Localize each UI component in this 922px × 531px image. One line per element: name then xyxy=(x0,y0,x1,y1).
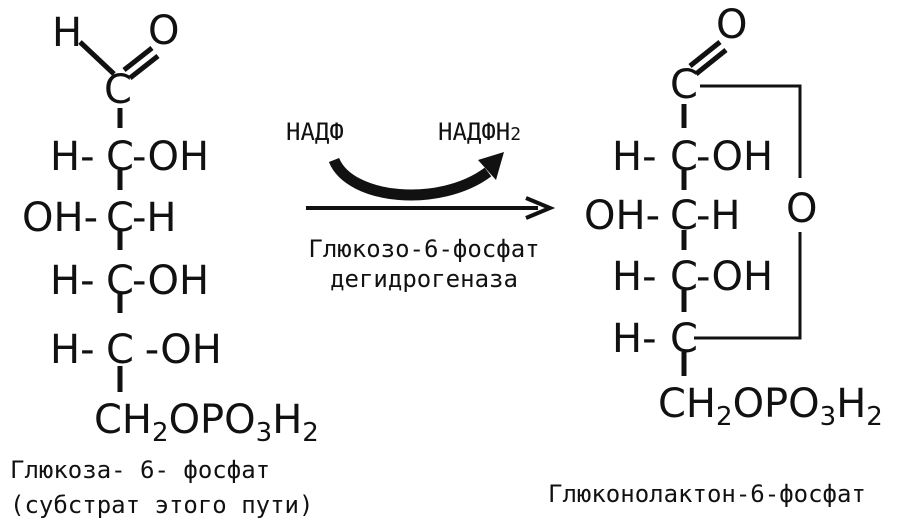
product-terminal-sub-2b: 2 xyxy=(866,402,883,432)
substrate-ch-bond xyxy=(78,40,116,76)
product-c2-carbon: C xyxy=(670,134,698,180)
cofactor-out-label: НАДФН2 xyxy=(438,118,521,146)
substrate-c3-carbon: C xyxy=(106,195,134,241)
enzyme-label-line1: Глюкозо-6-фосфат xyxy=(308,235,539,263)
substrate-c2-right: -OH xyxy=(132,134,209,180)
substrate-c4-right: -OH xyxy=(132,258,209,304)
product-terminal-sub-3: 3 xyxy=(820,402,837,432)
cofactor-curved-arrow xyxy=(328,157,492,201)
product-terminal-h: H xyxy=(836,381,866,427)
product-terminal-opo: OPO xyxy=(733,381,820,427)
cofactor-arrow-head xyxy=(478,152,504,180)
cofactor-out-text: НАДФН xyxy=(438,118,510,146)
substrate-c5-left: H- xyxy=(50,327,95,373)
product-structure: O C O H- C -OH OH- C -H H- C -OH H- C CH… xyxy=(584,2,883,432)
substrate-terminal-group: CH2OPO3H2 xyxy=(94,397,319,448)
product-ring-bond-top xyxy=(700,84,802,178)
substrate-terminal-sub-3: 3 xyxy=(256,418,273,448)
substrate-co-double-bond-b xyxy=(128,54,160,80)
cofactor-out-subscript: 2 xyxy=(510,124,521,145)
product-terminal-group: CH2OPO3H2 xyxy=(658,381,883,432)
substrate-terminal-ch: CH xyxy=(94,397,152,443)
product-c2-right: -OH xyxy=(696,134,773,180)
substrate-structure: H O C H- C -OH OH- C -H H- C -OH H- C -O… xyxy=(22,8,319,448)
substrate-caption-line2: (субстрат этого пути) xyxy=(10,491,313,519)
substrate-c5-carbon: C xyxy=(106,327,134,373)
substrate-c4-left: H- xyxy=(50,258,95,304)
product-c5-carbon: C xyxy=(670,316,698,362)
product-c2-left: H- xyxy=(612,134,657,180)
substrate-c5-right: -OH xyxy=(132,327,222,373)
reaction-arrow-group: НАДФ НАДФН2 Глюкозо-6-фосфат дегидрогена… xyxy=(286,118,556,293)
substrate-c3-left: OH- xyxy=(22,195,98,241)
product-co-double-bond-a xyxy=(688,40,722,68)
substrate-terminal-sub-2a: 2 xyxy=(152,418,169,448)
substrate-terminal-h: H xyxy=(272,397,302,443)
cofactor-in-label: НАДФ xyxy=(286,118,344,146)
enzyme-label-line2: дегидрогеназа xyxy=(330,265,518,293)
substrate-carbon-1: C xyxy=(104,67,132,113)
product-co-double-bond-b xyxy=(694,48,728,76)
substrate-terminal-sub-2b: 2 xyxy=(302,418,319,448)
product-c4-left: H- xyxy=(612,254,657,300)
product-carbonyl-o: O xyxy=(716,2,747,48)
product-terminal-ch: CH xyxy=(658,381,716,427)
product-c4-carbon: C xyxy=(670,254,698,300)
product-ring-oxygen: O xyxy=(786,186,817,232)
substrate-aldehyde-h: H xyxy=(52,10,82,56)
product-caption: Глюконолактон-6-фосфат xyxy=(548,480,866,508)
product-c5-left: H- xyxy=(612,316,657,362)
product-c3-left: OH- xyxy=(584,193,660,239)
substrate-aldehyde-o: O xyxy=(148,8,179,54)
product-c4-right: -OH xyxy=(696,254,773,300)
product-carbon-1: C xyxy=(670,62,698,108)
main-reaction-arrow-head xyxy=(525,196,556,220)
substrate-c3-right: -H xyxy=(132,195,177,241)
substrate-co-double-bond-a xyxy=(122,46,154,72)
substrate-c4-carbon: C xyxy=(106,258,134,304)
product-ring-bond-bottom xyxy=(694,232,802,340)
product-terminal-sub-2a: 2 xyxy=(716,402,733,432)
product-c3-right: -H xyxy=(696,193,741,239)
substrate-c2-left: H- xyxy=(50,134,95,180)
product-c3-carbon: C xyxy=(670,193,698,239)
substrate-terminal-opo: OPO xyxy=(169,397,256,443)
substrate-caption-line1: Глюкоза- 6- фосфат xyxy=(10,456,270,484)
substrate-c2-carbon: C xyxy=(106,134,134,180)
